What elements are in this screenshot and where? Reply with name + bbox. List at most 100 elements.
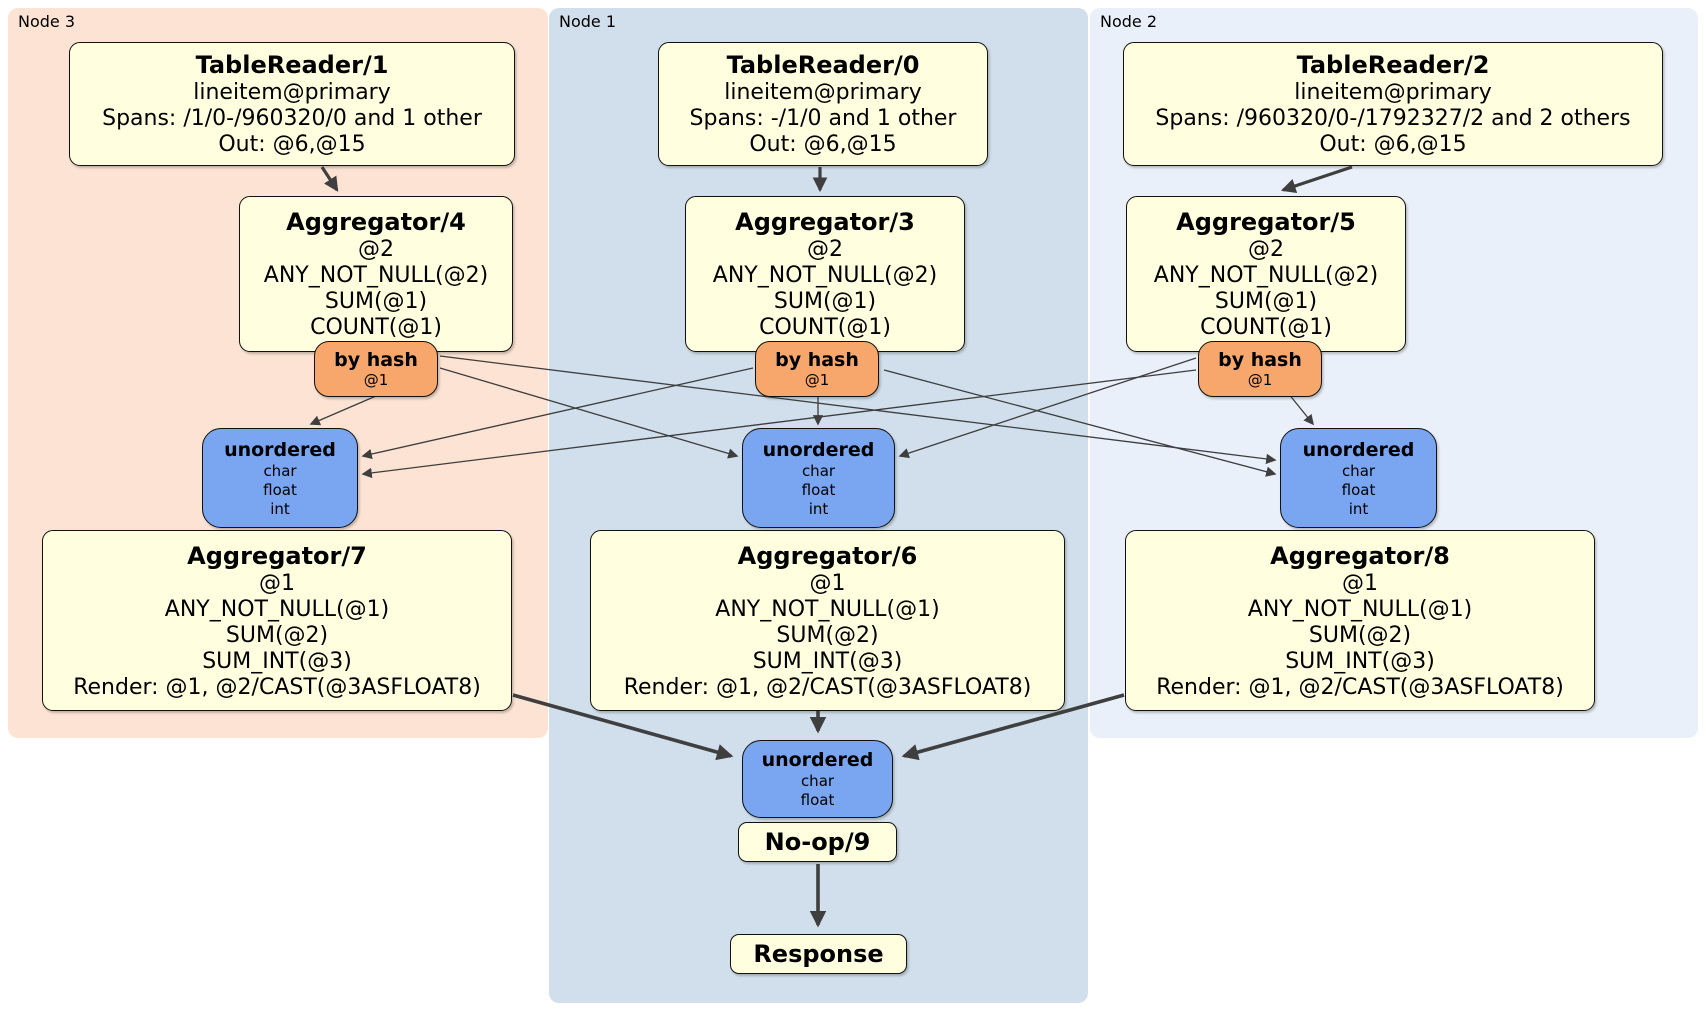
processor-line: Spans: /1/0-/960320/0 and 1 other bbox=[102, 106, 482, 131]
sync-item: char bbox=[800, 772, 835, 790]
sync-item: char bbox=[801, 461, 836, 480]
processor-line: @1 bbox=[1342, 570, 1378, 596]
processor-title: Aggregator/8 bbox=[1270, 541, 1450, 570]
processor-line: lineitem@primary bbox=[724, 80, 922, 105]
sync-item: char bbox=[263, 461, 297, 480]
region-node2-label: Node 2 bbox=[1100, 12, 1158, 31]
router-title: by hash bbox=[1218, 349, 1302, 371]
edge-tr1-agg4 bbox=[320, 166, 339, 192]
processor-line: Render: @1, @2/CAST(@3ASFLOAT8) bbox=[623, 674, 1032, 700]
processor-line: lineitem@primary bbox=[193, 80, 391, 105]
sync-unordered-node3: unordered char float int bbox=[202, 428, 358, 528]
processor-aggregator-7: Aggregator/7 @1 ANY_NOT_NULL(@1) SUM(@2)… bbox=[42, 530, 512, 711]
processor-aggregator-3: Aggregator/3 @2 ANY_NOT_NULL(@2) SUM(@1)… bbox=[685, 196, 965, 352]
router-key: @1 bbox=[804, 371, 830, 389]
processor-line: ANY_NOT_NULL(@2) bbox=[1153, 263, 1379, 288]
processor-line: SUM(@1) bbox=[1214, 289, 1318, 314]
processor-line: @1 bbox=[809, 570, 846, 596]
edge-tr2-agg5 bbox=[1280, 165, 1353, 194]
processor-line: @1 bbox=[259, 570, 295, 596]
processor-line: COUNT(@1) bbox=[1200, 315, 1332, 340]
sync-unordered-node1: unordered char float int bbox=[742, 428, 895, 528]
sync-item: char bbox=[1341, 461, 1376, 480]
processor-line: COUNT(@1) bbox=[759, 315, 891, 340]
sync-item: int bbox=[1348, 499, 1369, 518]
processor-tablereader-1: TableReader/1 lineitem@primary Spans: /1… bbox=[69, 42, 515, 166]
processor-aggregator-4: Aggregator/4 @2 ANY_NOT_NULL(@2) SUM(@1)… bbox=[239, 196, 513, 352]
processor-line: SUM_INT(@3) bbox=[752, 648, 903, 674]
processor-title: Aggregator/7 bbox=[187, 541, 367, 570]
router-title: by hash bbox=[775, 349, 859, 371]
sync-item: float bbox=[1341, 480, 1376, 499]
processor-line: @2 bbox=[358, 237, 394, 262]
processor-title: Aggregator/5 bbox=[1176, 208, 1356, 236]
edge-hash2-sync2 bbox=[1287, 392, 1314, 426]
sync-title: unordered bbox=[762, 438, 875, 461]
processor-aggregator-8: Aggregator/8 @1 ANY_NOT_NULL(@1) SUM(@2)… bbox=[1125, 530, 1595, 711]
processor-noop-9: No-op/9 bbox=[738, 822, 897, 862]
edge-hash1-sync2 bbox=[883, 369, 1277, 477]
processor-title: TableReader/1 bbox=[195, 51, 389, 79]
router-title: by hash bbox=[334, 349, 418, 371]
processor-title: No-op/9 bbox=[764, 828, 871, 856]
processor-line: Out: @6,@15 bbox=[218, 132, 366, 157]
processor-tablereader-0: TableReader/0 lineitem@primary Spans: -/… bbox=[658, 42, 988, 166]
router-by-hash-node2: by hash @1 bbox=[1198, 341, 1322, 397]
sync-title: unordered bbox=[224, 438, 336, 461]
processor-title: Aggregator/6 bbox=[737, 541, 918, 570]
processor-line: ANY_NOT_NULL(@1) bbox=[715, 596, 940, 622]
processor-line: SUM_INT(@3) bbox=[1285, 648, 1435, 674]
edge-hash3-sync2 bbox=[439, 355, 1277, 465]
response-box: Response bbox=[730, 934, 907, 974]
processor-title: Aggregator/4 bbox=[286, 208, 466, 236]
processor-title: TableReader/0 bbox=[726, 51, 920, 79]
processor-line: SUM(@2) bbox=[776, 622, 879, 648]
sync-item: int bbox=[808, 499, 829, 518]
sync-title: unordered bbox=[1302, 438, 1415, 461]
response-title: Response bbox=[753, 940, 884, 968]
processor-line: SUM(@1) bbox=[324, 289, 428, 314]
processor-line: ANY_NOT_NULL(@1) bbox=[1247, 596, 1473, 622]
router-key: @1 bbox=[1247, 371, 1273, 389]
processor-line: COUNT(@1) bbox=[310, 315, 442, 340]
processor-line: ANY_NOT_NULL(@2) bbox=[263, 263, 489, 288]
processor-line: ANY_NOT_NULL(@2) bbox=[712, 263, 938, 288]
edge-hash2-sync3 bbox=[361, 369, 1197, 479]
edge-agg8-syncfinal bbox=[901, 693, 1125, 761]
processor-line: ANY_NOT_NULL(@1) bbox=[164, 596, 390, 622]
processor-line: Out: @6,@15 bbox=[1319, 132, 1467, 157]
region-node3-label: Node 3 bbox=[18, 12, 76, 31]
processor-line: Spans: /960320/0-/1792327/2 and 2 others bbox=[1155, 106, 1631, 131]
processor-line: SUM_INT(@3) bbox=[202, 648, 352, 674]
router-key: @1 bbox=[363, 371, 389, 389]
processor-line: Spans: -/1/0 and 1 other bbox=[689, 106, 957, 131]
processor-line: SUM(@2) bbox=[1308, 622, 1412, 648]
edge-hash3-sync3 bbox=[309, 395, 377, 426]
router-by-hash-node1: by hash @1 bbox=[755, 341, 879, 397]
processor-line: SUM(@1) bbox=[773, 289, 877, 314]
sync-item: float bbox=[801, 480, 836, 499]
sync-unordered-final: unordered char float bbox=[742, 740, 893, 818]
sync-unordered-node2: unordered char float int bbox=[1280, 428, 1437, 528]
processor-title: Aggregator/3 bbox=[735, 208, 915, 236]
processor-line: Out: @6,@15 bbox=[749, 132, 897, 157]
processor-line: @2 bbox=[807, 237, 843, 262]
processor-line: @2 bbox=[1248, 237, 1284, 262]
processor-tablereader-2: TableReader/2 lineitem@primary Spans: /9… bbox=[1123, 42, 1663, 166]
region-node1-label: Node 1 bbox=[559, 12, 617, 31]
sync-title: unordered bbox=[761, 749, 874, 771]
processor-line: Render: @1, @2/CAST(@3ASFLOAT8) bbox=[1156, 674, 1564, 700]
sync-item: float bbox=[263, 480, 297, 499]
processor-aggregator-5: Aggregator/5 @2 ANY_NOT_NULL(@2) SUM(@1)… bbox=[1126, 196, 1406, 352]
sync-item: int bbox=[270, 499, 290, 518]
processor-line: Render: @1, @2/CAST(@3ASFLOAT8) bbox=[73, 674, 481, 700]
processor-line: SUM(@2) bbox=[225, 622, 329, 648]
router-by-hash-node3: by hash @1 bbox=[314, 341, 438, 397]
processor-line: lineitem@primary bbox=[1294, 80, 1492, 105]
edge-hash3-sync1 bbox=[439, 367, 739, 459]
edge-agg7-syncfinal bbox=[512, 693, 734, 761]
sync-item: float bbox=[800, 791, 835, 809]
edge-hash2-sync1 bbox=[898, 357, 1197, 459]
